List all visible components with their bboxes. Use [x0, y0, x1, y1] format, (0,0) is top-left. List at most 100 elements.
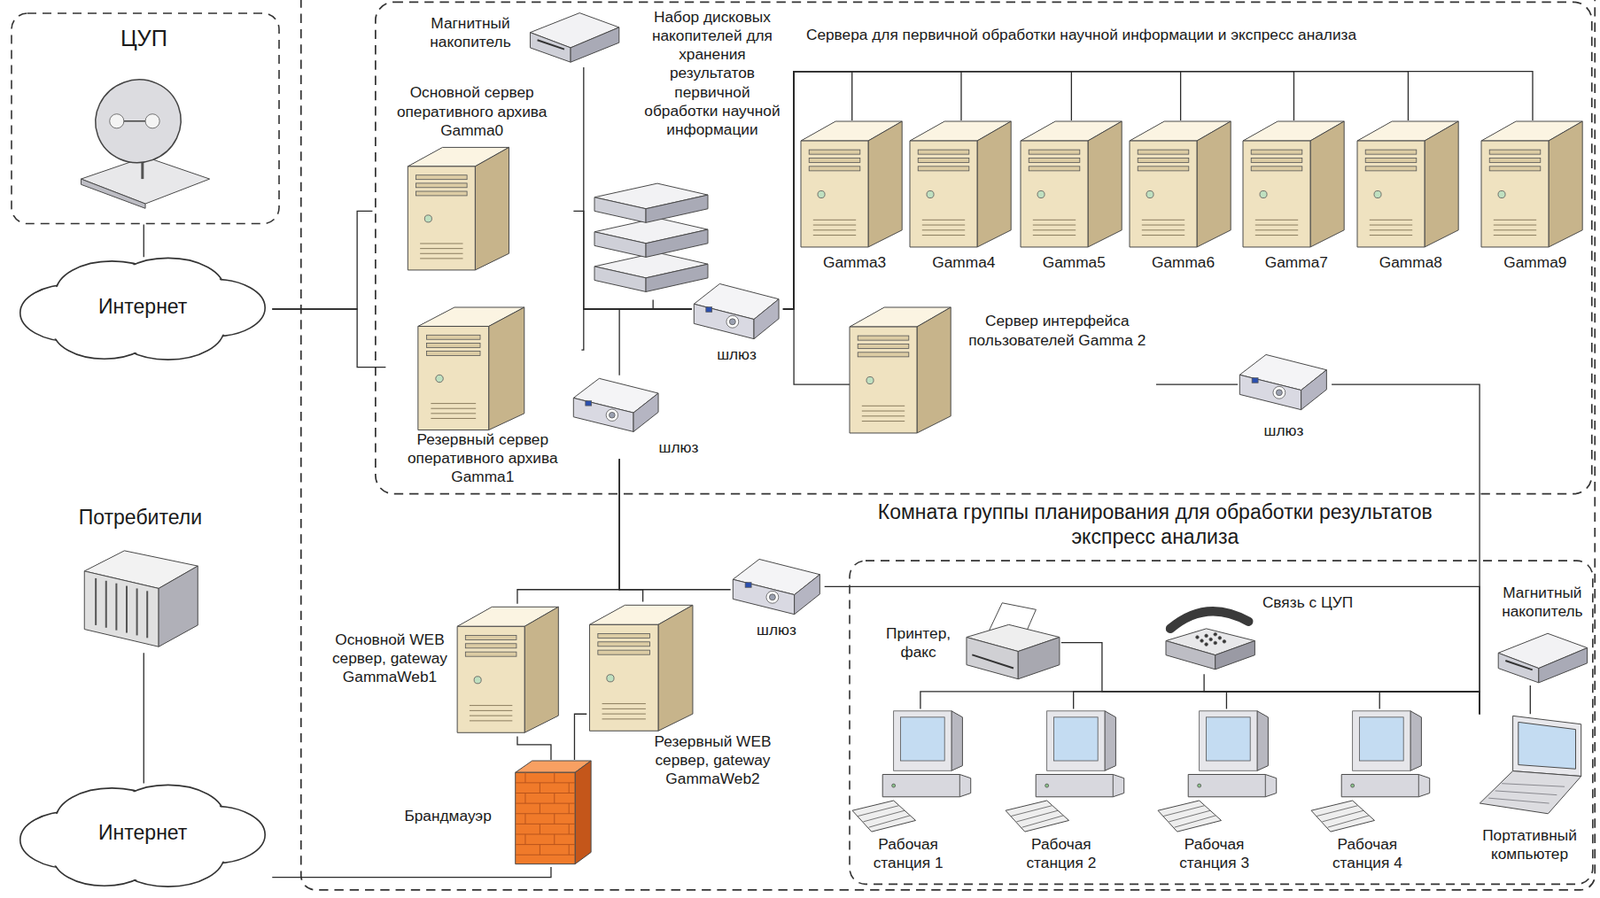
icon-face	[524, 606, 559, 733]
icon-line	[813, 229, 856, 231]
icon-face	[1129, 140, 1197, 248]
icon-detail	[585, 401, 592, 406]
gateway-icon	[693, 283, 779, 339]
network-link	[619, 309, 692, 376]
icon-face	[590, 624, 660, 731]
icon-face	[573, 397, 634, 432]
icon-detail	[1365, 157, 1417, 163]
icon-face	[658, 605, 693, 731]
icon-line	[922, 234, 965, 236]
icon-face	[852, 800, 917, 832]
icon-face	[1518, 722, 1577, 770]
icon-line	[1021, 815, 1064, 828]
icon-line	[922, 219, 965, 221]
icon-line	[959, 775, 961, 798]
server-icon	[909, 121, 1011, 248]
icon-line	[94, 578, 97, 626]
icon-face	[1341, 775, 1430, 798]
network-link	[1530, 685, 1531, 715]
icon-face	[1424, 121, 1459, 248]
icon-line	[515, 823, 575, 825]
server-node: Gamma8	[1357, 120, 1467, 276]
icon-detail	[1199, 711, 1258, 771]
icon-face	[646, 194, 709, 223]
icon-face	[594, 266, 646, 293]
icon-face	[1087, 121, 1122, 248]
gateway-node: шлюз	[691, 280, 784, 368]
icon-line	[1265, 775, 1267, 798]
icon-face	[1017, 637, 1060, 680]
icon-line	[1255, 219, 1298, 221]
icon-face	[1537, 647, 1587, 683]
node-label: Магнитный накопитель	[412, 14, 528, 52]
icon-face	[732, 579, 794, 614]
icon-dot	[1209, 637, 1213, 642]
network-link	[619, 458, 643, 602]
icon-line	[813, 224, 856, 226]
icon-line	[922, 229, 965, 231]
node-shape	[1020, 120, 1130, 276]
icon-line	[813, 219, 856, 221]
network-link	[1061, 643, 1480, 715]
icon-dot	[145, 114, 160, 129]
icon-detail	[808, 166, 861, 171]
consumer-building-node: Потребители	[55, 504, 226, 653]
network-link	[1379, 691, 1480, 715]
network-link	[1073, 691, 1480, 715]
icon-line	[857, 806, 900, 817]
server-node: Основной сервер оперативного архива Gamm…	[372, 83, 574, 272]
icon-line	[813, 234, 856, 236]
icon-dot	[425, 215, 433, 223]
icon-line	[431, 412, 477, 414]
internet-cloud-node: Интернет	[15, 256, 272, 360]
icon-detail	[1137, 157, 1189, 163]
node-label: шлюз	[643, 438, 715, 458]
icon-dot	[1204, 643, 1209, 647]
node-label: Рабочая станция 1	[852, 835, 965, 873]
node-label: Основной WEB сервер, gateway GammaWeb1	[328, 630, 451, 687]
icon-face	[80, 156, 210, 204]
icon-dot	[866, 376, 874, 384]
network-link	[783, 71, 1409, 310]
gateway-icon	[573, 378, 659, 432]
icon-detail	[918, 149, 971, 155]
tape-drive-icon	[1498, 633, 1587, 684]
telephone-node: Связь с ЦУП	[1165, 593, 1357, 675]
icon-face	[1239, 375, 1301, 411]
icon-face	[1157, 800, 1222, 832]
icon-line	[1141, 224, 1185, 226]
icon-face	[574, 761, 591, 865]
icon-face	[571, 27, 621, 63]
icon-detail	[1250, 166, 1303, 171]
icon-detail	[427, 350, 481, 356]
icon-line	[1505, 660, 1532, 670]
icon-line	[1163, 806, 1205, 817]
icon-dot	[891, 784, 895, 789]
icon-detail	[1490, 157, 1542, 163]
icon-dot	[1200, 639, 1204, 644]
node-label: Потребители	[55, 504, 225, 530]
icon-dot	[726, 315, 739, 328]
icon-line	[116, 583, 118, 631]
control-center-region: ЦУП	[10, 12, 280, 226]
server-node: Резервный WEB сервер, gateway GammaWeb2	[586, 602, 777, 819]
icon-line	[862, 420, 905, 422]
icon-line	[469, 710, 513, 712]
icon-face	[916, 307, 951, 434]
printer-fax-node: Принтер, факс	[872, 599, 1062, 687]
icon-line	[524, 814, 526, 825]
icon-detail	[893, 711, 951, 771]
node-label: Набор дисковых накопителей для хранения …	[636, 7, 790, 140]
icon-dot	[926, 190, 934, 198]
icon-detail	[1206, 717, 1251, 762]
icon-line	[862, 811, 905, 824]
icon-face	[594, 197, 646, 224]
icon-line	[147, 590, 149, 638]
icon-line	[515, 803, 575, 805]
icon-detail	[416, 183, 468, 188]
icon-line	[1488, 798, 1549, 804]
icon-line	[602, 703, 646, 705]
icon-face	[1165, 641, 1216, 670]
node-label: Интернет	[15, 820, 271, 846]
icon-detail	[1137, 166, 1189, 171]
